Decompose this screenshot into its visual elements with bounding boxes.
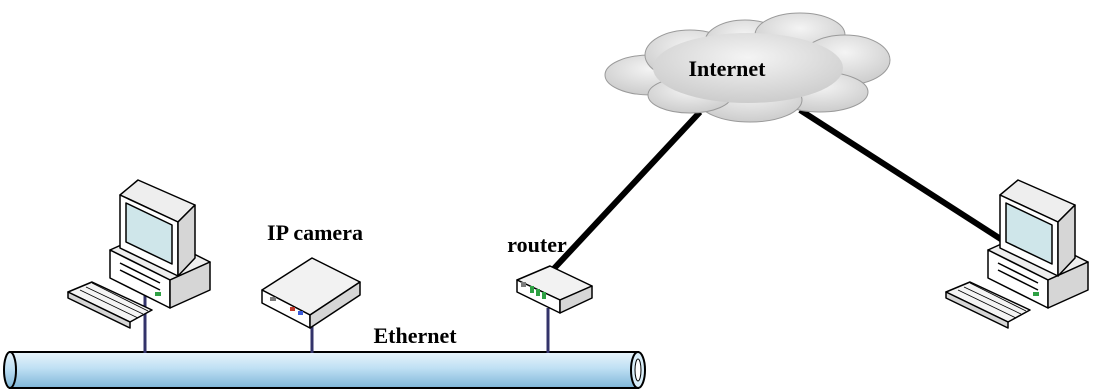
cable-internet-pc-right	[798, 107, 1012, 248]
router-label: router	[507, 232, 567, 257]
internet-label: Internet	[689, 56, 767, 81]
ip-camera-icon	[261, 257, 361, 329]
ethernet-bus	[3, 351, 646, 389]
computer-left-icon	[67, 179, 211, 329]
computer-right-icon	[945, 179, 1089, 329]
router-icon	[516, 265, 593, 314]
cable-router-internet	[545, 109, 703, 278]
ethernet-label: Ethernet	[373, 323, 457, 348]
internet-cloud-icon	[604, 12, 891, 123]
ip-camera-label: IP camera	[267, 220, 363, 245]
